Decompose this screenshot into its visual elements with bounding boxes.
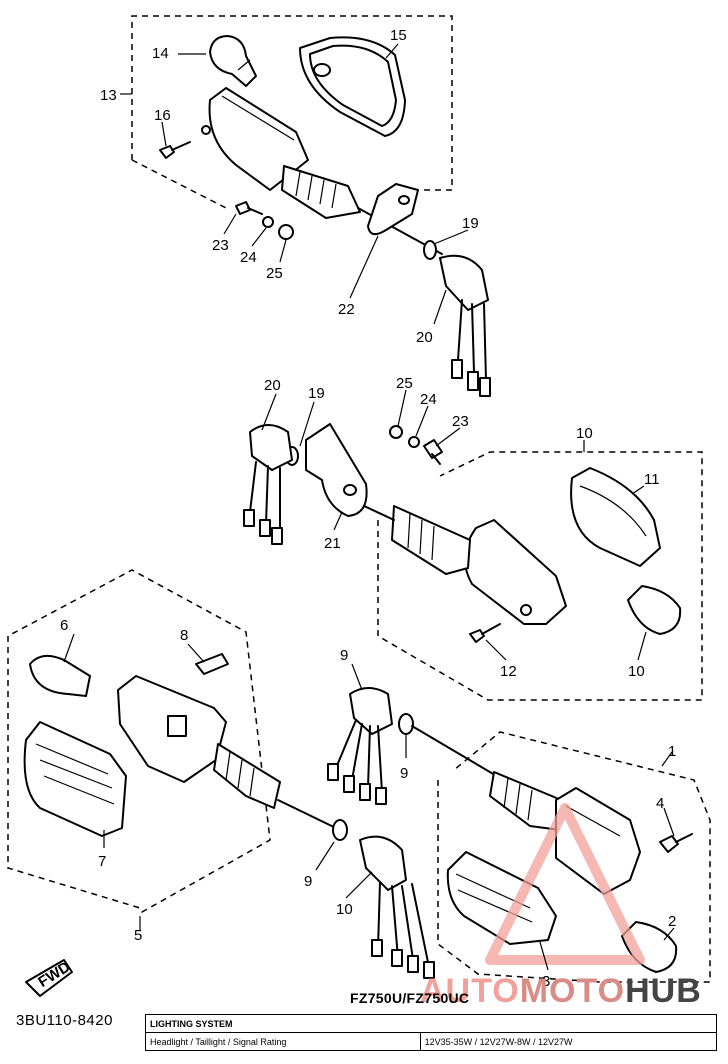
callout-11: 10	[576, 425, 593, 442]
callout-20-mid: 20	[264, 377, 281, 394]
callout-25-mid: 25	[396, 375, 413, 392]
spec-label: Headlight / Taillight / Signal Rating	[145, 1032, 421, 1051]
callout-20-top: 20	[416, 329, 433, 346]
callout-19-mid: 19	[308, 385, 325, 402]
watermark-part-2: MOTO	[519, 972, 626, 1010]
callout-10-right: 10	[336, 901, 353, 918]
fwd-arrow-icon: FWD	[25, 958, 73, 997]
callout-12: 10	[628, 663, 645, 680]
callout-23-top: 23	[212, 237, 229, 254]
catalog-code: 3BU110-8420	[16, 1012, 113, 1029]
callout-21: 21	[324, 535, 341, 552]
assembly-group-15	[131, 15, 491, 397]
callout-5: 5	[134, 927, 142, 944]
watermark-part-3: HUB	[625, 972, 702, 1010]
callout-labels: 14 15 13 16 23 24 25 22 19 20 20 19 25 2…	[60, 27, 676, 990]
assembly-group-5	[7, 569, 435, 979]
model-caption: FZ750U/FZ750UC	[350, 990, 470, 1006]
spec-heading: LIGHTING SYSTEM	[145, 1014, 717, 1033]
callout-24-mid: 24	[420, 391, 437, 408]
callout-23-mid: 23	[452, 413, 469, 430]
spec-value: 12V35-35W / 12V27W-8W / 12V27W	[419, 1032, 718, 1051]
spec-heading-row: LIGHTING SYSTEM	[145, 1014, 717, 1033]
callout-14: 12	[500, 663, 517, 680]
assembly-group-11	[243, 423, 703, 701]
spec-table: LIGHTING SYSTEM Headlight / Taillight / …	[145, 1014, 718, 1051]
callout-1: 1	[668, 743, 676, 760]
watermark-part-1: AUTO	[420, 972, 520, 1010]
callout-9-right: 9	[400, 765, 408, 782]
callout-25-top: 25	[266, 265, 283, 282]
callout-13: 11	[644, 471, 660, 488]
callout-18: 16	[154, 107, 171, 124]
callout-3: 3	[542, 973, 550, 990]
leader-lines	[63, 43, 675, 971]
callout-9-left: 9	[304, 873, 312, 890]
callout-17: 15	[390, 27, 407, 44]
spec-row: Headlight / Taillight / Signal Rating 12…	[145, 1032, 718, 1051]
callout-22: 22	[338, 301, 355, 318]
callout-4: 4	[656, 795, 664, 812]
callout-7: 7	[98, 853, 106, 870]
callout-16: 14	[152, 45, 169, 62]
callout-6: 6	[60, 617, 68, 634]
callout-15: 13	[100, 87, 117, 104]
callout-2: 2	[668, 913, 676, 930]
assembly-group-1	[327, 687, 711, 983]
callout-19-top: 19	[462, 215, 479, 232]
watermark-text: AUTOMOTOHUB	[420, 972, 702, 1011]
watermark-triangle	[485, 803, 645, 965]
callout-8: 8	[180, 627, 188, 644]
callout-24-top: 24	[240, 249, 257, 266]
callout-10-left: 9	[340, 647, 348, 664]
